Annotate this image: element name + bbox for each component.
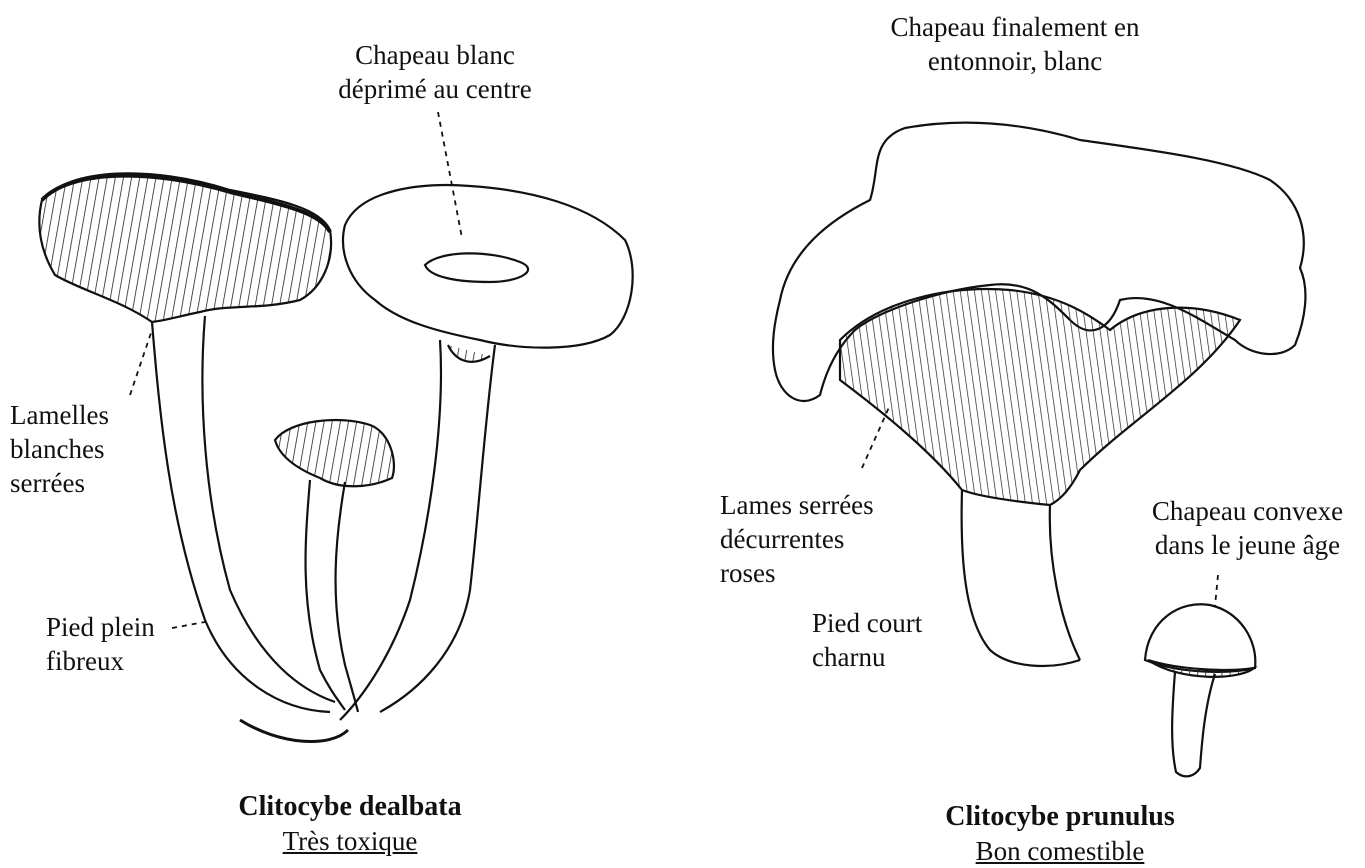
prunulus-species-name: Clitocybe prunulus [910,800,1210,834]
dealbata-stem-label-line2: fibreux [46,644,155,678]
prunulus-cap-label-line2: entonnoir, blanc [850,44,1180,78]
dealbata-gills-left [39,173,331,322]
prunulus-edibility: Bon comestible [910,834,1210,868]
dealbata-mushroom-small [275,420,394,712]
prunulus-gills-label-line1: Lames serrées [720,488,874,522]
prunulus-cap-label: Chapeau finalement en entonnoir, blanc [850,10,1180,78]
dealbata-edibility: Très toxique [200,824,500,858]
prunulus-young-cap-label-line1: Chapeau convexe [1130,494,1365,528]
prunulus-gills-label-line3: roses [720,556,874,590]
dealbata-gills-label-line2: blanches [10,432,109,466]
dealbata-cap-label-line1: Chapeau blanc [300,38,570,72]
prunulus-young-cap-label-line2: dans le jeune âge [1130,528,1365,562]
prunulus-gills-label: Lames serrées décurrentes roses [720,488,874,590]
dealbata-cap-label: Chapeau blanc déprimé au centre [300,38,570,106]
dealbata-gills-label-line1: Lamelles [10,398,109,432]
dealbata-stem-label: Pied plein fibreux [46,610,155,678]
dealbata-gills-label-line3: serrées [10,466,109,500]
dealbata-stem-label-line1: Pied plein [46,610,155,644]
prunulus-stem-label-line1: Pied court [812,606,922,640]
dealbata-gills-label: Lamelles blanches serrées [10,398,109,500]
dealbata-cap-label-line2: déprimé au centre [300,72,570,106]
prunulus-mushroom-young [1145,604,1255,776]
prunulus-stem-label: Pied court charnu [812,606,922,674]
dealbata-caption: Clitocybe dealbata Très toxique [200,790,500,858]
prunulus-gills-label-line2: décurrentes [720,522,874,556]
prunulus-young-cap-label: Chapeau convexe dans le jeune âge [1130,494,1365,562]
prunulus-stem-label-line2: charnu [812,640,922,674]
dealbata-species-name: Clitocybe dealbata [200,790,500,824]
prunulus-caption: Clitocybe prunulus Bon comestible [910,800,1210,868]
prunulus-cap-label-line1: Chapeau finalement en [850,10,1180,44]
